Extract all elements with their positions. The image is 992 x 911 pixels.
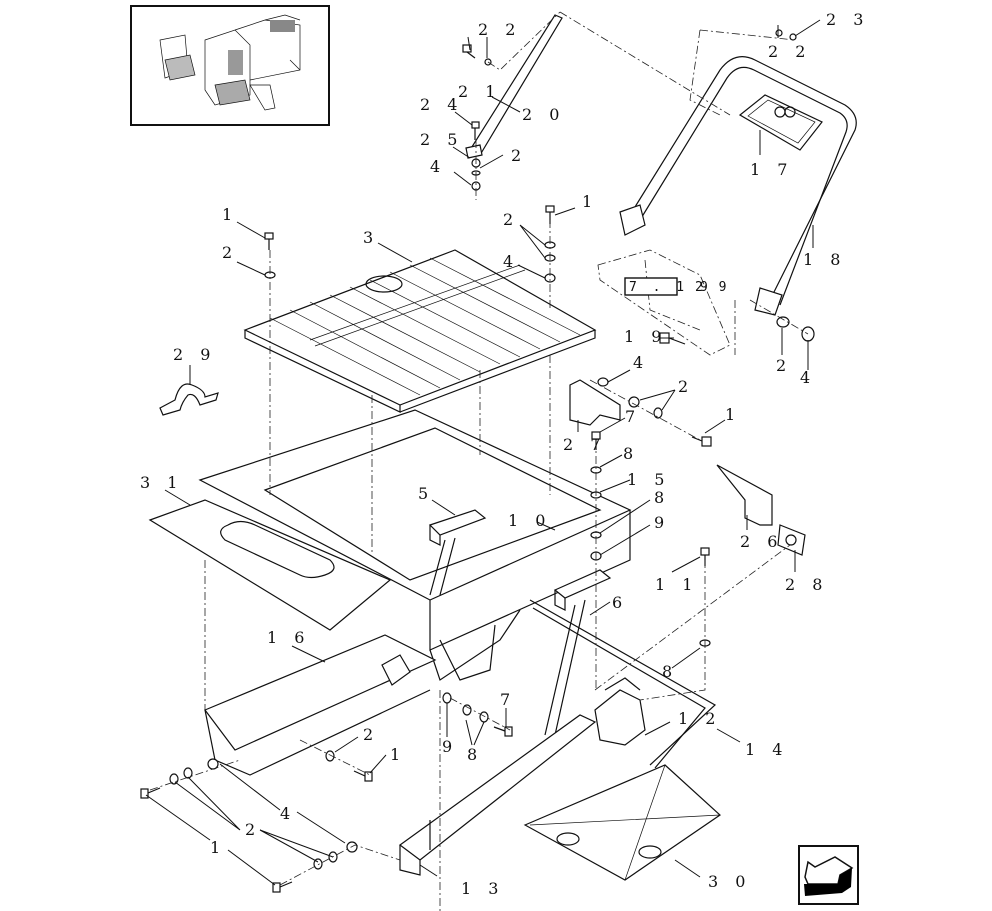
- platform-plate-part-3: [243, 249, 597, 413]
- callout-1: 1: [725, 405, 741, 424]
- callout-1: 1: [210, 838, 226, 857]
- callout-21: 2 1: [458, 82, 501, 101]
- callout-29: 2 9: [173, 345, 216, 364]
- plate-part-28: [777, 524, 806, 556]
- callout-24: 2 4: [420, 95, 463, 114]
- bracket-part-5: [428, 509, 487, 596]
- callout-8: 8: [654, 488, 670, 507]
- cover-plate-part-31: [148, 499, 392, 631]
- bracket-part-12: [594, 677, 646, 746]
- bolt-icon: [353, 770, 373, 782]
- callout-2: 2: [678, 377, 694, 396]
- callout-labels: 2 2 2 1 2 0 2 4 2 5 2 4 2 3 2 2 1 7 1 8 …: [140, 10, 869, 898]
- bracket-part-27: [569, 379, 621, 426]
- callout-22: 2 2: [768, 42, 811, 61]
- callout-15: 1 5: [627, 470, 670, 489]
- callout-4: 4: [280, 804, 296, 823]
- callout-20: 2 0: [522, 105, 565, 124]
- callout-25: 2 5: [420, 130, 463, 149]
- bolt-icon: [272, 881, 293, 893]
- callout-9: 9: [654, 513, 670, 532]
- callout-5: 5: [418, 484, 434, 503]
- callout-7: 7: [500, 690, 516, 709]
- rod-part-14: [529, 599, 717, 769]
- bracket-part-26: [716, 464, 773, 526]
- callout-4: 4: [430, 157, 446, 176]
- overview-thumbnail[interactable]: [130, 5, 330, 126]
- callout-23: 2 3: [826, 10, 869, 29]
- bolt-icon: [140, 787, 161, 799]
- reference-note-label: 2 9: [695, 280, 730, 295]
- callout-18: 1 8: [803, 250, 846, 269]
- previous-page-arrow-icon[interactable]: [798, 845, 859, 905]
- callout-7: 7: [625, 407, 641, 426]
- callout-2: 2: [776, 356, 792, 375]
- frame-part-10: [198, 409, 632, 681]
- bolt-icon: [691, 436, 712, 447]
- assembly-center-lines: [149, 11, 809, 911]
- rail-part-16: [204, 634, 437, 776]
- callout-8: 8: [623, 444, 639, 463]
- callout-14: 1 4: [745, 740, 788, 759]
- callout-8: 8: [467, 745, 483, 764]
- callout-19: 1 9: [624, 327, 667, 346]
- strap-part-20: [465, 14, 563, 159]
- callout-28: 2 8: [785, 575, 828, 594]
- callout-8: 8: [662, 662, 678, 681]
- callout-2: 2: [363, 725, 379, 744]
- bracket-part-29-ref: [597, 249, 731, 356]
- callout-13: 1 3: [461, 879, 504, 898]
- callout-26: 2 6: [740, 532, 783, 551]
- callout-16: 1 6: [267, 628, 310, 647]
- callout-10: 1 0: [508, 511, 551, 530]
- rail-part-13: [398, 714, 597, 876]
- callout-2: 2: [503, 210, 519, 229]
- cushion-part-17: [738, 94, 823, 151]
- callout-6: 6: [612, 593, 628, 612]
- callout-4: 4: [503, 252, 519, 271]
- callout-2: 2: [511, 146, 527, 165]
- reference-text: 7 . 1 9: [629, 280, 712, 295]
- handrail-part-18: [619, 56, 857, 316]
- bracket-part-6: [544, 569, 612, 736]
- callout-1: 1: [390, 745, 406, 764]
- leader-lines: [145, 19, 821, 886]
- tray-part-30: [523, 764, 721, 881]
- callout-17: 1 7: [750, 160, 793, 179]
- callout-12: 1 2: [678, 709, 721, 728]
- clamp-part-29: [159, 383, 219, 416]
- callout-2: 2: [222, 243, 238, 262]
- callout-11: 1 1: [655, 575, 698, 594]
- callout-30: 3 0: [708, 872, 751, 891]
- callout-4: 4: [800, 368, 816, 387]
- callout-1: 1: [582, 192, 598, 211]
- bolt-icon: [264, 232, 274, 250]
- callout-31: 3 1: [140, 473, 183, 492]
- callout-22: 2 2: [478, 20, 521, 39]
- callout-27: 2 7: [563, 435, 606, 454]
- cross-reference-box[interactable]: 7 . 1 9 2 9: [624, 277, 730, 296]
- callout-9: 9: [442, 737, 458, 756]
- callout-3: 3: [363, 228, 379, 247]
- bolt-icon: [493, 726, 513, 737]
- callout-2: 2: [245, 820, 261, 839]
- bolt-icon: [462, 44, 476, 59]
- callout-4: 4: [633, 353, 649, 372]
- callout-1: 1: [222, 205, 238, 224]
